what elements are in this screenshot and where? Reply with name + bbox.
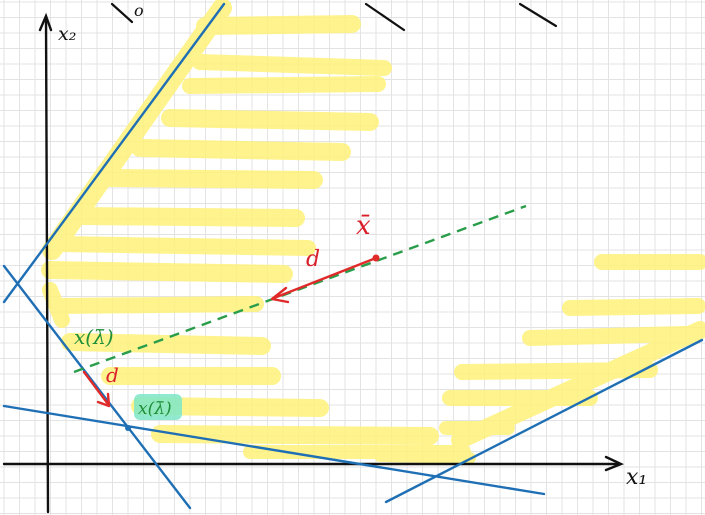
hatch-mark [364, 2, 406, 32]
x-axis-label: x₁ [626, 465, 647, 490]
direction-arrowhead-small [96, 392, 111, 408]
x-axis-arrowhead [604, 455, 625, 472]
intersection-point [125, 425, 131, 431]
direction-arrows [82, 256, 378, 408]
direction-arrowhead-main [270, 286, 290, 304]
direction-arrow-small [82, 370, 110, 406]
point-x-bar [372, 254, 380, 262]
shade-stroke [522, 326, 694, 346]
label-d-lower: d [106, 363, 119, 387]
y-axis-arrowhead [38, 12, 53, 32]
shade-stroke [131, 139, 351, 161]
shade-stroke [41, 261, 293, 283]
shade-stroke [562, 298, 705, 316]
shade-stroke [52, 296, 264, 314]
shade-stroke [374, 450, 476, 464]
hatch-marks [110, 2, 558, 32]
label-highlight [134, 394, 182, 420]
y-axis [44, 16, 50, 514]
hatch-mark [518, 2, 558, 28]
label-x-lambda-bar-lower: x(λ̄) [138, 399, 172, 419]
shade-stroke [101, 169, 323, 189]
shade-stroke [71, 207, 305, 227]
axes [2, 12, 625, 514]
shade-stroke [182, 76, 386, 94]
shade-stroke [151, 425, 439, 445]
constraint-line-steep [2, 2, 226, 304]
label-d-upper: d [306, 247, 320, 272]
feasible-region-shading [41, 0, 705, 464]
shade-stroke [196, 15, 361, 35]
label-x-lambda-bar-upper: x(λ̄) [74, 325, 114, 349]
shade-stroke [42, 0, 232, 260]
shade-stroke [192, 54, 392, 76]
shade-stroke [52, 236, 316, 256]
y-axis-label: x₂ [58, 23, 76, 45]
label-x-bar: x̄ [356, 211, 371, 241]
hatch-mark [110, 2, 134, 24]
direction-arrow-main [272, 256, 378, 300]
constraint-line-shallow [2, 404, 546, 496]
shade-stroke [451, 321, 705, 449]
corner-mark: o [134, 1, 144, 20]
shade-stroke [42, 282, 70, 328]
shade-stroke [61, 333, 271, 355]
constraint-line-right [384, 338, 704, 504]
constraint-line-descending [2, 264, 192, 510]
labels: x₂ x₁ o x̄ d d x(λ̄) x(λ̄) [58, 1, 647, 490]
shade-stroke [161, 109, 379, 131]
